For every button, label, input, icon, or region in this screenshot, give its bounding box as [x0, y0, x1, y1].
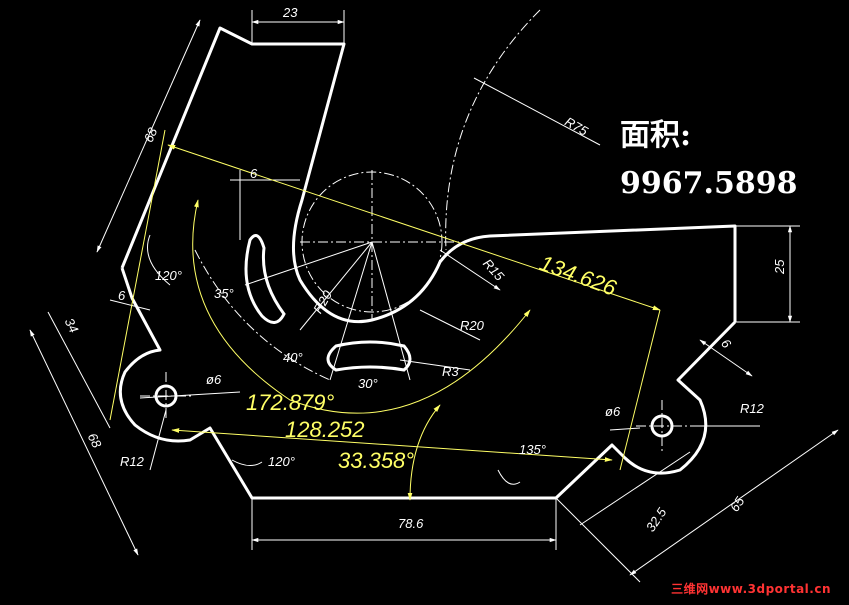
angle-120-bottom: 120°: [268, 454, 295, 469]
dim-6-left: 6: [118, 288, 126, 303]
arc-slot-bottom: [326, 340, 412, 372]
area-label: 面积:: [620, 118, 692, 153]
angle-120-top: 120°: [155, 268, 182, 283]
dim-r75: R75: [562, 114, 591, 139]
area-value: 9967.5898: [620, 166, 798, 201]
angle-30: 30°: [358, 376, 378, 391]
r75-arc: [445, 9, 541, 251]
dim-25: 25: [772, 259, 787, 275]
dim-r20-b: R20: [460, 318, 485, 333]
features: [154, 234, 674, 438]
angle-135: 135°: [519, 442, 546, 457]
part-outline: [118, 26, 737, 500]
dim-68-top: 68: [141, 125, 161, 145]
measure-134-626: 134.626: [536, 250, 620, 301]
dim-r3: R3: [442, 364, 459, 379]
dim-phi6-right: ø6: [605, 404, 621, 419]
dimension-lines: [29, 10, 839, 583]
measure-128-252: 128.252: [285, 417, 365, 442]
dim-6-top: 6: [250, 166, 258, 181]
dim-68-left: 68: [85, 431, 105, 451]
measure-lines: [109, 129, 661, 501]
arc-slot-left: [244, 234, 286, 324]
dim-r12-left: R12: [120, 454, 145, 469]
area-readout: 面积: 9967.5898: [620, 112, 797, 208]
measure-172-879: 172.879°: [246, 390, 335, 415]
dim-phi6-left: ø6: [206, 372, 222, 387]
dim-65: 65: [727, 493, 748, 514]
watermark: 三维网www.3dportal.cn: [671, 582, 831, 596]
dim-78-6: 78.6: [398, 516, 424, 531]
outline-right-lobe: [554, 320, 737, 500]
dim-23: 23: [282, 5, 298, 20]
measure-33-358: 33.358°: [338, 448, 414, 473]
dim-34: 34: [62, 316, 82, 336]
dim-r12-right: R12: [740, 401, 765, 416]
angle-35: 35°: [214, 286, 234, 301]
dim-32-5: 32.5: [643, 504, 670, 534]
angle-40: 40°: [283, 350, 303, 365]
